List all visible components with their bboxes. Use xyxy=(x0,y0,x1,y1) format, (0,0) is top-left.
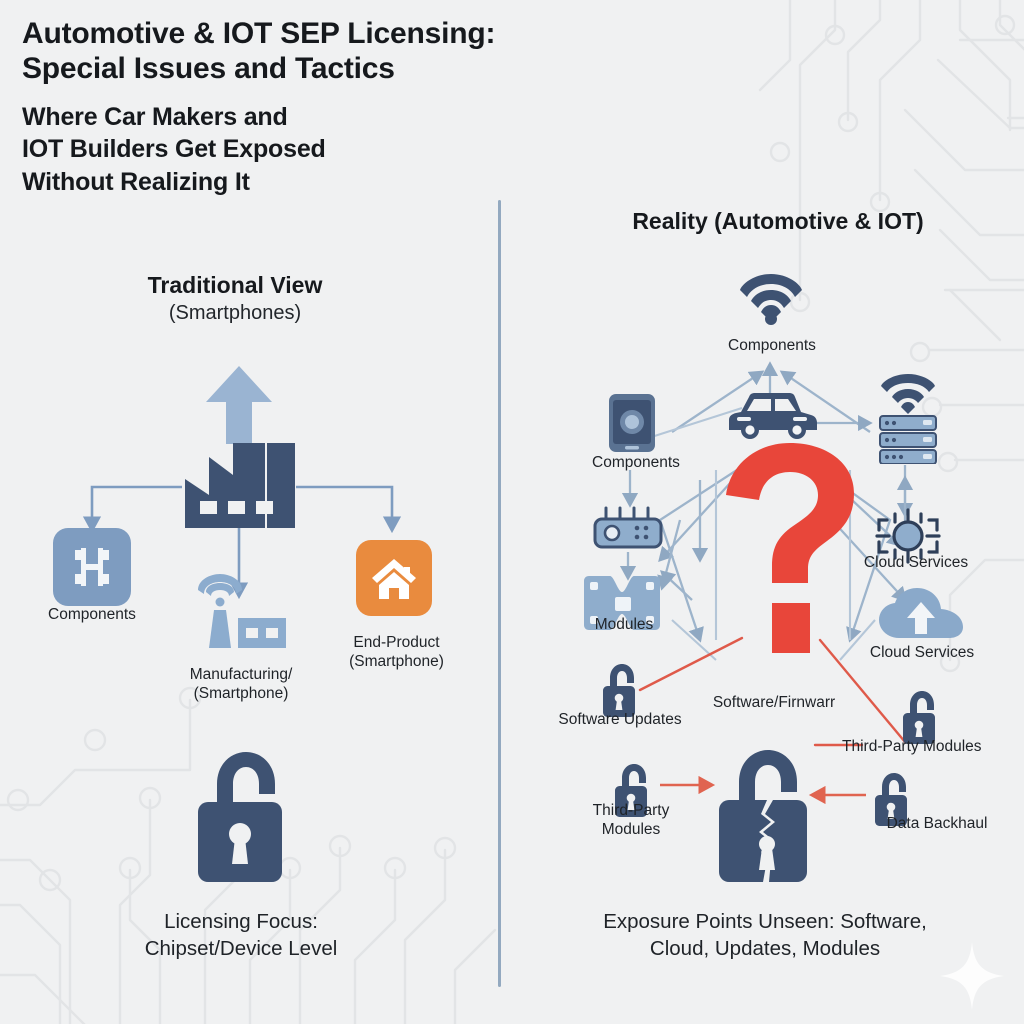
right-data-backhaul-label: Data Backhaul xyxy=(886,815,988,832)
module-board-icon xyxy=(584,576,660,630)
sparkle-icon xyxy=(940,942,1004,1010)
right-software-firmware-label: Software/Firnwarr xyxy=(712,694,836,711)
broken-padlock-icon xyxy=(719,750,807,882)
right-caption-line1: Exposure Points Unseen: Software, xyxy=(603,910,927,933)
right-cloud-services-label: Cloud Services xyxy=(869,644,975,661)
right-phone-components-label: Components xyxy=(592,454,680,471)
open-padlock-icon-data-backhaul xyxy=(875,773,907,826)
factory-icon xyxy=(185,443,295,528)
right-panel-title: Reality (Automotive & IOT) xyxy=(632,208,924,234)
end-product-tile xyxy=(356,540,432,616)
subtitle-line-1: Where Car Makers and xyxy=(22,102,288,131)
right-third-party-left-line2: Modules xyxy=(601,820,661,838)
left-end-product-label-line1: End-Product xyxy=(353,634,440,651)
router-icon xyxy=(593,506,663,549)
left-panel-title: Traditional View xyxy=(147,272,323,298)
title-line-1: Automotive & IOT SEP Licensing: xyxy=(22,17,496,50)
components-tile xyxy=(53,528,131,606)
car-icon xyxy=(729,393,817,439)
factory-antenna-icon xyxy=(198,574,286,648)
left-end-product-label: End-Product (Smartphone) xyxy=(314,634,479,672)
title-line-2: Special Issues and Tactics xyxy=(22,52,395,86)
open-padlock-icon-software-updates xyxy=(603,664,635,717)
right-cloud-services-hub-label: Cloud Services xyxy=(863,554,969,571)
panel-divider xyxy=(498,200,501,987)
iot-chip-icon xyxy=(875,508,941,564)
open-padlock-icon xyxy=(198,752,282,882)
server-stack-wifi-icon xyxy=(879,374,937,464)
right-third-party-left-line1: Third-Party xyxy=(592,802,670,819)
right-panel-heading: Reality (Automotive & IOT) xyxy=(560,208,996,235)
left-end-product-label-line2: (Smartphone) xyxy=(349,652,444,670)
title-block: Automotive & IOT SEP Licensing: Special … xyxy=(22,16,642,198)
right-caption-line2: Cloud, Updates, Modules xyxy=(649,937,881,961)
left-manufacturing-label: Manufacturing/ (Smartphone) xyxy=(155,666,327,704)
left-panel-heading: Traditional View (Smartphones) xyxy=(60,272,410,326)
left-caption-line1: Licensing Focus: xyxy=(164,910,318,933)
left-panel-subtitle: (Smartphones) xyxy=(168,302,302,325)
right-panel-caption: Exposure Points Unseen: Software, Cloud,… xyxy=(530,908,1000,963)
left-components-label: Components xyxy=(48,606,136,623)
left-manufacturing-label-line1: Manufacturing/ xyxy=(189,666,293,683)
left-manufacturing-label-line2: (Smartphone) xyxy=(193,684,289,702)
open-padlock-icon-third-party-left xyxy=(615,764,647,817)
house-icon xyxy=(372,559,416,599)
open-padlock-icon-third-party-right xyxy=(903,691,935,744)
right-software-updates-label: Software Updates xyxy=(558,711,682,728)
subtitle-line-3: Without Realizing It xyxy=(22,167,250,196)
smartphone-icon xyxy=(609,394,655,452)
right-modules-label: Modules xyxy=(594,616,654,633)
left-caption-line2: Chipset/Device Level xyxy=(144,937,338,961)
left-panel-caption: Licensing Focus: Chipset/Device Level xyxy=(52,908,430,963)
cloud-upload-icon xyxy=(879,588,963,638)
right-third-party-modules-label: Third-Party Modules xyxy=(842,738,982,755)
wifi-icon xyxy=(740,274,802,325)
red-question-mark xyxy=(726,443,854,653)
right-wifi-components-label: Components xyxy=(728,337,816,354)
subtitle-line-2: IOT Builders Get Exposed xyxy=(22,135,326,164)
microchip-icon xyxy=(75,548,109,586)
right-third-party-left-label: Third-Party Modules xyxy=(564,802,698,840)
up-arrow-icon xyxy=(206,366,272,444)
